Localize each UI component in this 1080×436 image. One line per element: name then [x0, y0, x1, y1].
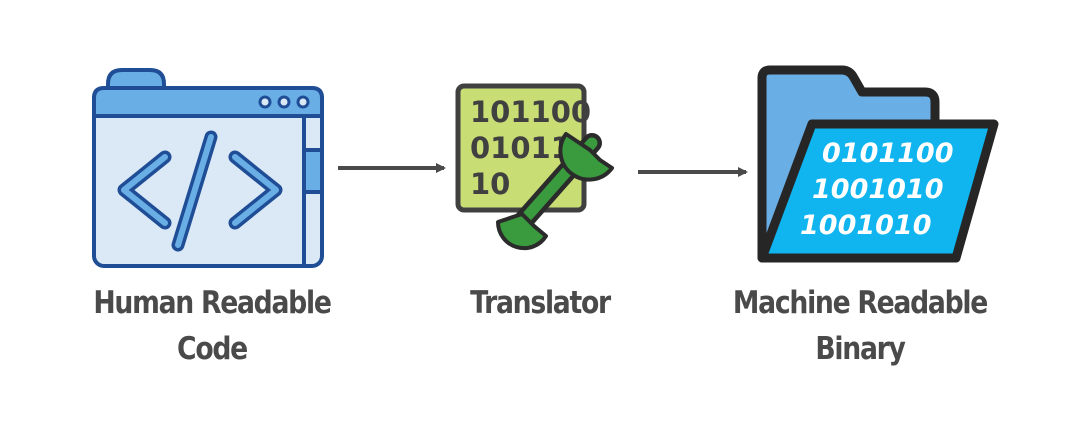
- binary-wrench-icon: 101100 01011 10: [455, 83, 614, 251]
- machine-readable-binary-label: Machine Readable Binary: [714, 280, 1006, 372]
- label-line: Code: [177, 331, 248, 367]
- translator-binary-line: 10: [470, 167, 510, 201]
- label-line: Human Readable: [93, 285, 332, 321]
- translator-label: Translator: [420, 280, 661, 326]
- human-readable-code-label: Human Readable Code: [74, 280, 349, 372]
- binary-folder-icon: 0101100 1001010 1001010: [757, 65, 999, 263]
- label-line: Machine Readable: [732, 285, 988, 321]
- translator-binary-line: 101100: [470, 95, 591, 129]
- folder-binary-line: 1001010: [812, 174, 944, 205]
- translator-binary-line: 01011: [470, 131, 571, 165]
- browser-code-icon: [92, 68, 324, 268]
- label-line: Translator: [470, 285, 611, 321]
- wrench-icon: [495, 132, 614, 251]
- label-line: Binary: [815, 331, 906, 367]
- folder-binary-line: 1001010: [800, 210, 932, 241]
- folder-binary-line: 0101100: [822, 138, 954, 169]
